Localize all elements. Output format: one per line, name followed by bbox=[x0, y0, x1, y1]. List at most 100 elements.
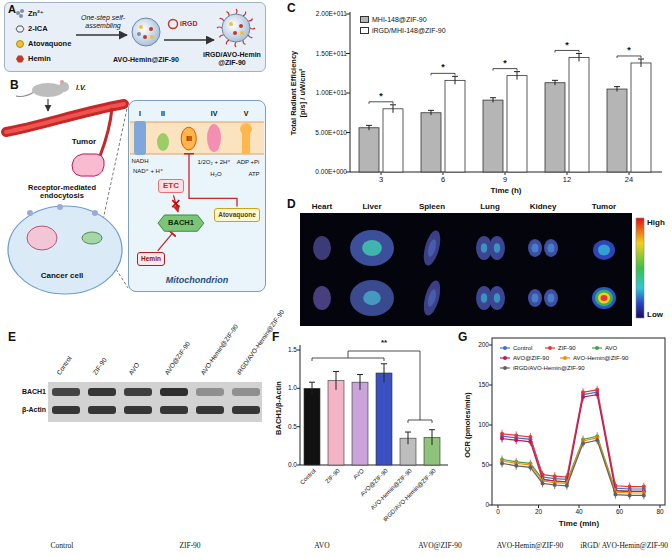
organ-label: Spleen bbox=[419, 203, 445, 212]
peptide-spike bbox=[220, 35, 224, 38]
spacer bbox=[0, 0, 300, 1]
tick-mark bbox=[567, 172, 568, 175]
legend-text: AVO@ZIF-90 bbox=[513, 355, 549, 362]
node-text: Hemin bbox=[141, 255, 161, 262]
error-bar bbox=[312, 382, 313, 394]
complex-iv bbox=[207, 124, 221, 152]
lane-label: AVO-Hemin@ZIF-90 bbox=[199, 323, 239, 376]
footer-label: ZIF-90 bbox=[179, 542, 200, 550]
tick-label: 1.0 bbox=[288, 385, 297, 392]
tick-label: 1.50E+011 bbox=[316, 50, 347, 57]
signal-spot bbox=[532, 294, 539, 303]
reaction-label: NAD⁺ + H⁺ bbox=[133, 168, 163, 175]
legend-text: ZIF-90 bbox=[558, 345, 576, 352]
significance-mark: * bbox=[503, 59, 507, 69]
cargo-dot bbox=[137, 32, 141, 36]
zinc-ion bbox=[19, 14, 23, 18]
bar bbox=[376, 373, 392, 465]
route-label: I.V. bbox=[76, 84, 86, 92]
organ bbox=[313, 236, 331, 260]
process-box: ETC bbox=[158, 179, 184, 194]
footer-label: AVO@ZIF-90 bbox=[418, 542, 461, 550]
zinc-ion bbox=[20, 9, 24, 13]
tick-label: 0.00E+000 bbox=[315, 168, 347, 175]
error-bar bbox=[405, 432, 411, 433]
signal-spot bbox=[362, 240, 382, 256]
inset-title: Mitochondrion bbox=[129, 276, 265, 286]
tick-label: 5.00E+010 bbox=[315, 129, 347, 136]
inset-ground bbox=[128, 100, 266, 292]
peptide-spike bbox=[243, 12, 246, 16]
nanoparticle bbox=[57, 204, 63, 210]
organ bbox=[528, 289, 542, 307]
data-marker bbox=[595, 438, 599, 442]
organ-label: Kidney bbox=[530, 203, 557, 212]
mouse-tail bbox=[16, 92, 34, 97]
error-bar bbox=[309, 382, 315, 383]
tick-mark bbox=[629, 172, 630, 175]
organ-shape bbox=[544, 239, 558, 257]
peptide-label: iRGD bbox=[180, 20, 198, 28]
tick-mark bbox=[505, 172, 506, 175]
data-marker bbox=[581, 395, 585, 399]
scale-label: High bbox=[647, 219, 665, 228]
irgd-icon bbox=[169, 20, 178, 29]
data-marker bbox=[500, 461, 504, 465]
panel-letter: G bbox=[458, 331, 467, 344]
error-bar bbox=[333, 371, 339, 372]
plot-frame bbox=[492, 338, 665, 505]
tick-label: 0 bbox=[496, 508, 500, 515]
organ-shape bbox=[313, 286, 331, 310]
axis-title: BACH1/β-Actin bbox=[275, 381, 283, 435]
tick-mark bbox=[297, 465, 300, 466]
significance-bracket bbox=[555, 50, 579, 52]
category-label: ZIF-90 bbox=[324, 468, 341, 485]
organ bbox=[544, 239, 558, 257]
data-marker bbox=[528, 440, 532, 444]
axis-title: Time (min) bbox=[559, 520, 599, 529]
error-bar bbox=[336, 371, 337, 389]
error-bar bbox=[493, 98, 494, 103]
process-arrow bbox=[76, 34, 127, 36]
signal-spot bbox=[532, 244, 539, 253]
significance-bracket bbox=[312, 358, 384, 361]
cargo-dot bbox=[139, 25, 143, 29]
axis-title: Total Radiant Efficiency bbox=[290, 51, 298, 135]
data-marker bbox=[613, 493, 617, 497]
tick-label: 100 bbox=[478, 421, 489, 428]
node-text: III bbox=[186, 135, 191, 142]
color-bar bbox=[636, 218, 644, 318]
node-text: ETC bbox=[163, 182, 179, 191]
blood-vessel bbox=[6, 104, 124, 132]
block-mark bbox=[172, 200, 179, 207]
tick-mark bbox=[489, 425, 492, 426]
organ-shape bbox=[528, 289, 542, 307]
error-bar bbox=[452, 76, 458, 77]
row-label: BACH1 bbox=[22, 388, 46, 396]
error-bar bbox=[638, 58, 644, 59]
mitochondrion-icon bbox=[82, 232, 102, 244]
legend-swatch bbox=[360, 27, 369, 34]
reaction-label: ATP bbox=[248, 171, 259, 178]
signal-spot bbox=[494, 243, 500, 253]
nanoparticle bbox=[27, 210, 33, 216]
particle-label: iRGD/AVO-Hemin @ZIF-90 bbox=[201, 51, 263, 66]
error-bar bbox=[357, 374, 363, 375]
inner-membrane bbox=[130, 122, 264, 154]
organ-shape bbox=[593, 240, 615, 260]
legend-text: MHI-148@ZIF-90 bbox=[372, 16, 427, 24]
data-marker bbox=[514, 438, 518, 442]
tick-label: 24 bbox=[625, 176, 633, 184]
nanoparticle bbox=[132, 18, 160, 46]
signal-spot bbox=[426, 238, 437, 257]
legend-text: Hemin bbox=[28, 55, 51, 63]
spacer bbox=[0, 0, 300, 1]
bar bbox=[421, 113, 441, 172]
legend-text: AVO bbox=[605, 345, 617, 352]
hexagon-shape bbox=[158, 215, 204, 231]
complex-ii bbox=[157, 133, 169, 151]
legend-marker bbox=[548, 346, 552, 350]
data-marker bbox=[628, 493, 632, 497]
peptide-spike bbox=[250, 28, 255, 29]
category-label: Control bbox=[299, 468, 317, 486]
